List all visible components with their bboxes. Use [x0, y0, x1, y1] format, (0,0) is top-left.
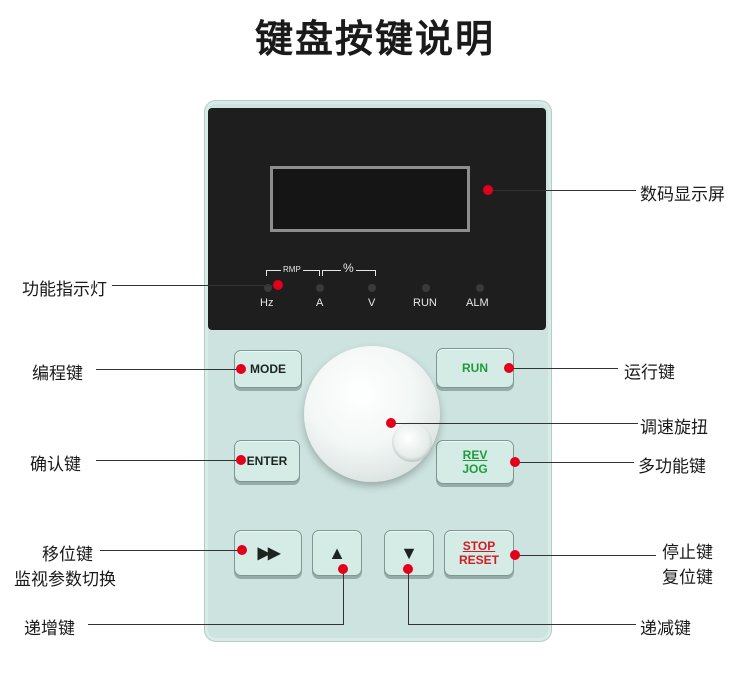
shift-icon: ▶▶	[257, 545, 281, 562]
line-up-vertical	[343, 569, 344, 624]
callout-speed-knob: 调速旋扭	[640, 418, 708, 438]
marker-shift	[237, 545, 247, 555]
line-enter	[96, 460, 240, 461]
line-display	[488, 190, 636, 191]
speed-knob[interactable]	[304, 346, 440, 482]
down-arrow-icon: ▼	[400, 542, 418, 563]
callout-monitor-switch: 监视参数切换	[14, 570, 116, 590]
callout-program-key: 编程键	[32, 364, 83, 384]
line-mode	[96, 369, 240, 370]
callout-indicator-lights: 功能指示灯	[22, 280, 107, 300]
callout-run-key: 运行键	[624, 363, 675, 383]
percent-label: %	[341, 261, 356, 275]
marker-up	[338, 564, 348, 574]
led-hz	[264, 284, 272, 292]
marker-rev-jog	[510, 457, 520, 467]
led-v	[368, 284, 376, 292]
callout-up-key: 递增键	[24, 619, 75, 639]
marker-down	[403, 564, 413, 574]
led-a	[316, 284, 324, 292]
indicator-run: RUN	[413, 297, 437, 309]
shift-button[interactable]: ▶▶	[234, 530, 302, 576]
marker-stop	[510, 550, 520, 560]
stop-label: STOP	[462, 539, 496, 553]
callout-down-key: 递减键	[640, 619, 691, 639]
rev-jog-button[interactable]: REV JOG	[436, 440, 514, 484]
line-indicator	[112, 285, 278, 286]
stop-reset-button[interactable]: STOP RESET	[444, 530, 514, 576]
marker-mode	[236, 364, 246, 374]
callout-display: 数码显示屏	[640, 185, 725, 205]
indicator-a: A	[316, 297, 324, 309]
callout-reset-key: 复位键	[662, 568, 713, 588]
lcd-screen	[270, 166, 470, 232]
page-title: 键盘按键说明	[254, 17, 495, 61]
run-button-label: RUN	[462, 361, 488, 375]
line-down-horizontal	[408, 624, 636, 625]
rev-label: REV	[462, 448, 488, 462]
up-arrow-icon: ▲	[328, 542, 346, 563]
marker-indicator	[273, 280, 283, 290]
line-stop	[514, 555, 656, 556]
jog-label: JOG	[462, 462, 488, 476]
led-run	[422, 284, 430, 292]
indicator-alm: ALM	[466, 297, 489, 309]
run-button[interactable]: RUN	[436, 348, 514, 388]
callout-stop-key: 停止键	[662, 543, 713, 563]
line-rev-jog	[514, 462, 634, 463]
line-down-vertical	[408, 569, 409, 624]
line-up-horizontal	[88, 624, 344, 625]
line-knob	[390, 423, 638, 424]
led-alm	[476, 284, 484, 292]
enter-button-label: ENTER	[246, 454, 288, 468]
marker-run	[504, 363, 514, 373]
line-run	[508, 368, 618, 369]
reset-label: RESET	[458, 553, 499, 567]
callout-shift-key: 移位键	[42, 545, 93, 565]
marker-display	[483, 185, 493, 195]
indicator-v: V	[368, 297, 376, 309]
callout-multi-function-key: 多功能键	[638, 457, 706, 477]
mode-button-label: MODE	[250, 362, 286, 376]
callout-confirm-key: 确认键	[30, 455, 81, 475]
indicator-hz: Hz	[260, 297, 274, 309]
rmp-label: RMP	[281, 265, 303, 274]
marker-knob	[386, 418, 396, 428]
marker-enter	[236, 455, 246, 465]
line-shift	[100, 550, 242, 551]
knob-grip	[392, 422, 432, 462]
up-button[interactable]: ▲	[312, 530, 362, 576]
